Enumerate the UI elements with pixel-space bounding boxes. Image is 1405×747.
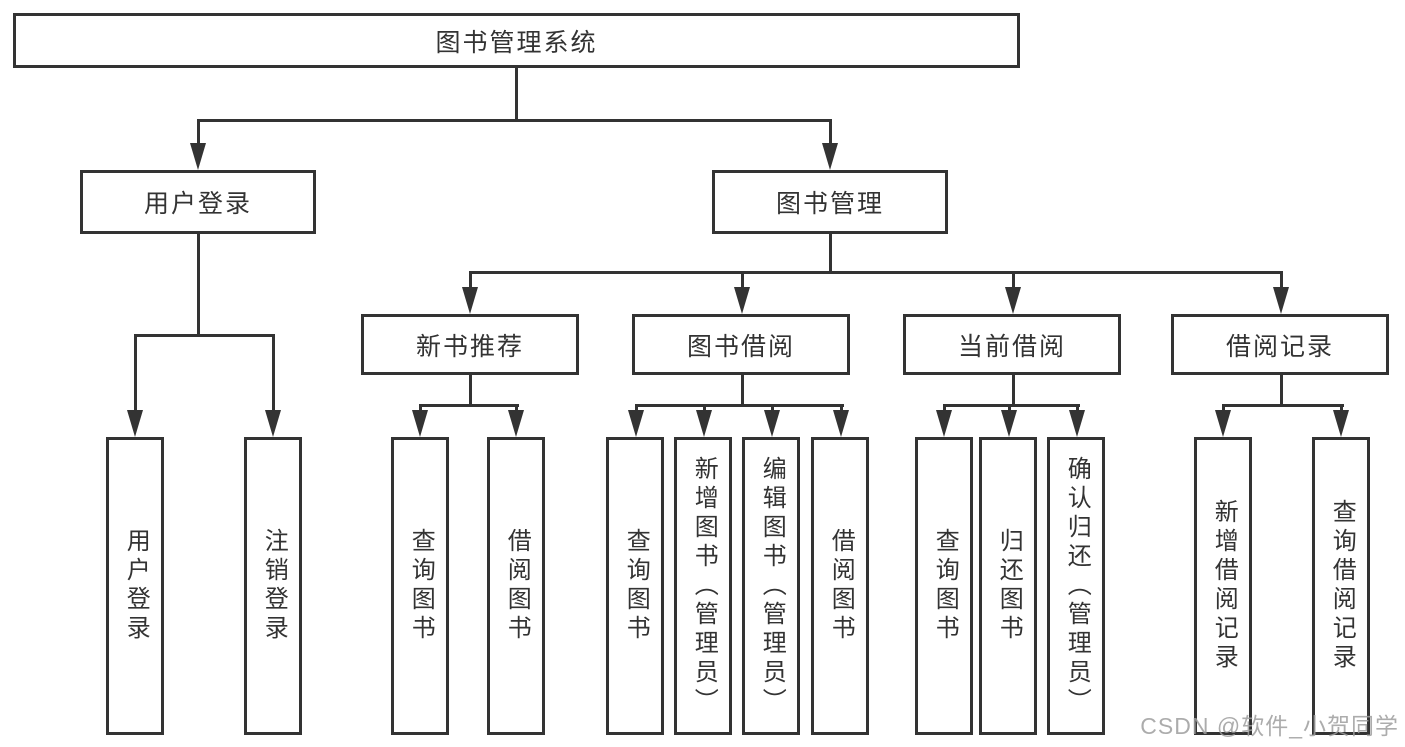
connector-current-borrow-stem [1011,373,1015,407]
node-user-login-label: 用户登录 [143,190,252,218]
node-book-management: 图书管理 [712,170,948,234]
csdn-watermark: CSDN @软件_小贺同学 [1140,713,1399,739]
connector-root-stem [514,66,518,121]
leaf-bb-borrow-books-label: 借阅图书 [827,528,855,644]
leaf-logout-label: 注销登录 [260,528,288,644]
node-borrow-records-label: 借阅记录 [1225,332,1334,361]
node-current-borrow: 当前借阅 [903,314,1121,375]
leaf-cb-confirm-return-admin-label: 确认归还（管理员） [1063,455,1091,717]
leaf-user-login: 用户登录 [106,437,164,735]
arrow-to-user-login [190,143,206,170]
connector-new-book-stem [468,373,472,407]
connector-book-borrow-branch [634,404,844,407]
arrow-to-current-borrow [1005,287,1021,314]
connector-leaf-logout-line [271,334,275,414]
arrow-leaf-bb-query [628,410,644,437]
connector-to-current-borrow-line [1011,271,1015,289]
node-borrow-records: 借阅记录 [1171,314,1389,375]
leaf-cb-query-books: 查询图书 [915,437,973,735]
arrow-leaf-cb-confirm [1069,410,1085,437]
node-book-borrow: 图书借阅 [632,314,850,375]
arrow-leaf-bb-add [696,410,712,437]
leaf-br-add-record: 新增借阅记录 [1194,437,1252,735]
connector-to-book-management-line [828,119,832,148]
connector-leaf-br-add-line [1221,404,1225,414]
connector-leaf-user-login-line [133,334,137,414]
arrow-leaf-bb-borrow [833,410,849,437]
connector-leaf-bb-query-line [634,404,638,414]
node-book-management-label: 图书管理 [775,190,884,218]
leaf-nbr-query-books-label: 查询图书 [407,528,435,644]
arrow-leaf-logout [265,410,281,437]
node-new-book-recommend-label: 新书推荐 [415,332,524,361]
connector-user-login-branch [133,334,275,337]
leaf-logout: 注销登录 [244,437,302,735]
node-new-book-recommend: 新书推荐 [361,314,579,375]
connector-book-borrow-stem [740,373,744,407]
leaf-bb-query-books-label: 查询图书 [622,528,650,644]
connector-to-book-borrow-line [740,271,744,289]
leaf-bb-query-books: 查询图书 [606,437,664,735]
leaf-br-add-record-label: 新增借阅记录 [1210,499,1238,673]
leaf-bb-add-books-admin-label: 新增图书（管理员） [690,455,718,717]
arrow-to-new-book [462,287,478,314]
leaf-nbr-borrow-books: 借阅图书 [487,437,545,735]
leaf-cb-return-books: 归还图书 [979,437,1037,735]
node-root: 图书管理系统 [13,13,1020,68]
leaf-bb-add-books-admin: 新增图书（管理员） [674,437,732,735]
connector-to-new-book-line [468,271,472,289]
leaf-bb-borrow-books: 借阅图书 [811,437,869,735]
node-root-label: 图书管理系统 [435,28,598,57]
connector-new-book-branch [418,404,519,407]
leaf-user-login-label: 用户登录 [122,528,150,644]
connector-borrow-records-stem [1279,373,1283,407]
leaf-cb-return-books-label: 归还图书 [995,528,1023,644]
connector-book-management-stem [828,232,832,273]
node-current-borrow-label: 当前借阅 [957,332,1066,361]
connector-leaf-nbr-query-line [418,404,422,414]
arrow-leaf-cb-query [936,410,952,437]
connector-borrow-records-branch [1221,404,1344,407]
leaf-cb-query-books-label: 查询图书 [931,528,959,644]
arrow-leaf-br-add [1215,410,1231,437]
connector-to-user-login-line [196,119,200,148]
connector-book-management-branch [468,271,1283,274]
connector-leaf-br-query-line [1339,404,1343,414]
connector-leaf-cb-return-line [1007,404,1011,414]
connector-leaf-cb-confirm-line [1075,404,1079,414]
arrow-leaf-br-query [1333,410,1349,437]
leaf-bb-edit-books-admin-label: 编辑图书（管理员） [758,455,786,717]
connector-leaf-bb-edit-line [770,404,774,414]
connector-leaf-bb-add-line [702,404,706,414]
connector-leaf-bb-borrow-line [839,404,843,414]
leaf-cb-confirm-return-admin: 确认归还（管理员） [1047,437,1105,735]
connector-to-borrow-records-line [1279,271,1283,289]
connector-current-borrow-branch [942,404,1080,407]
arrow-to-book-borrow [734,287,750,314]
connector-leaf-nbr-borrow-line [514,404,518,414]
leaf-nbr-borrow-books-label: 借阅图书 [503,528,531,644]
arrow-leaf-nbr-borrow [508,410,524,437]
arrow-leaf-cb-return [1001,410,1017,437]
leaf-bb-edit-books-admin: 编辑图书（管理员） [742,437,800,735]
arrow-to-borrow-records [1273,287,1289,314]
node-user-login: 用户登录 [80,170,316,234]
connector-user-login-stem [196,232,200,336]
leaf-nbr-query-books: 查询图书 [391,437,449,735]
leaf-br-query-record: 查询借阅记录 [1312,437,1370,735]
connector-leaf-cb-query-line [942,404,946,414]
arrow-leaf-user-login [127,410,143,437]
node-book-borrow-label: 图书借阅 [686,332,795,361]
arrow-leaf-nbr-query [412,410,428,437]
arrow-to-book-management [822,143,838,170]
connector-root-branch [196,119,832,122]
arrow-leaf-bb-edit [764,410,780,437]
leaf-br-query-record-label: 查询借阅记录 [1328,499,1356,673]
